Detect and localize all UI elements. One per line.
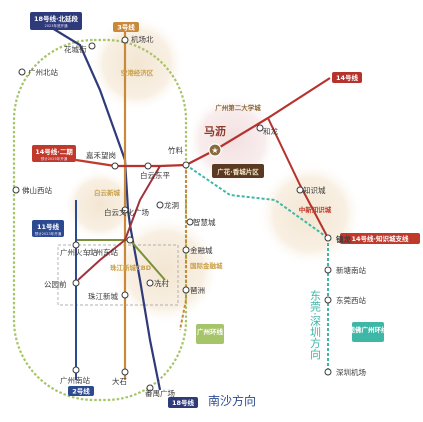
station-huadijie[interactable]: 花城街 [64, 44, 87, 54]
station-dot-jiahewangang[interactable] [111, 162, 119, 170]
district-zhongxin-zhishi: 中新知识城 [299, 205, 332, 214]
label-guangzhou-huanxian: 广州环线 [197, 327, 224, 336]
station-guangzhounan[interactable]: 广州南站 [60, 375, 90, 385]
station-dot-shenzhenjichang[interactable] [324, 368, 332, 376]
district-zhujiangcbd: 珠江新城CBD [110, 263, 152, 272]
malin-star-icon: ★ [211, 146, 218, 155]
tag-l18n-label: 18号线·北延段 [34, 14, 79, 23]
tag-l14b-sub: 预计2025年开通 [41, 156, 68, 161]
tag-l2: 2号线 [68, 386, 94, 396]
station-jichangbei[interactable]: 机场北 [131, 34, 154, 44]
station-panyuguangchang[interactable]: 番禺广场 [145, 388, 175, 398]
station-xintangnan[interactable]: 新塘南站 [336, 265, 366, 275]
station-dot-guangzhoubei[interactable] [18, 68, 26, 76]
tag-l14: 14号线 [332, 72, 362, 83]
station-dot-gongyuanqian[interactable] [72, 279, 80, 287]
station-dot-helong[interactable] [256, 124, 264, 132]
station-guangzhoudongzhan[interactable]: 广州东站 [88, 247, 118, 257]
tag-l11-sub: 预计2023年开通 [35, 231, 62, 236]
outer-ring-line [12, 38, 188, 402]
station-dot-zhujiangxincheng[interactable] [121, 291, 129, 299]
district-guangzhou-daxuecheng: 广州第二大学城 [215, 103, 261, 112]
station-jiahewangang[interactable]: 嘉禾望岗 [86, 150, 116, 160]
station-dot-jinrongcheng[interactable] [182, 246, 190, 254]
station-shenzhenjichang[interactable]: 深圳机场 [336, 367, 366, 377]
station-jinrongcheng[interactable]: 金融城 [190, 245, 213, 255]
direction-south: 南沙方向 [208, 393, 256, 408]
tag-l14b: 14号线·二期 预计2025年开通 [32, 145, 76, 162]
station-baiyunwenhua[interactable]: 白云文化广场 [104, 207, 149, 217]
station-dot-guangzhounan[interactable] [72, 366, 80, 374]
district-glow-baiyun [64, 169, 136, 241]
tag-l18-label: 18号线 [172, 398, 195, 407]
station-guangzhouhuochezhan[interactable]: 广州火车站 [60, 247, 98, 257]
line-5 [77, 165, 161, 281]
station-dot-zhuliao[interactable] [182, 161, 190, 169]
tag-l3-label: 3号线 [117, 23, 135, 32]
station-dot-jichangbei[interactable] [121, 36, 129, 44]
station-dot-pazhou[interactable] [182, 286, 190, 294]
station-zhuliao[interactable]: 竹料 [168, 145, 183, 155]
station-dot-zhishicheng[interactable] [296, 186, 304, 194]
district-guojijinrong: 国际金融城 [190, 261, 223, 270]
tag-l18n-sub: 2023年底开通 [45, 23, 68, 28]
district-konggang: 空港经济区 [121, 68, 154, 77]
station-dot-foshanxi[interactable] [12, 186, 20, 194]
district-glow-cbd [110, 215, 220, 325]
station-xiancun[interactable]: 冼村 [154, 278, 169, 288]
district-baiyunxincheng: 白云新城 [94, 188, 121, 197]
tag-l2-label: 2号线 [72, 387, 90, 396]
label-dongguan-huanxian: 莞佛广州环线 [348, 325, 389, 334]
malin-marker [208, 143, 222, 157]
station-zhihuicheng[interactable]: 智慧城 [193, 217, 216, 227]
tag-l14k: 14号线·知识城支线 [340, 233, 420, 244]
district-glow-knowledge [258, 162, 362, 266]
station-dot-baiyundongping[interactable] [144, 162, 152, 170]
station-pazhou[interactable]: 琶洲 [190, 286, 205, 295]
line-south [179, 165, 187, 331]
station-dot-zhenlong[interactable] [324, 234, 332, 242]
station-markers [12, 36, 332, 392]
tag-l11: 11号线 预计2023年开通 [32, 220, 64, 237]
station-longdong[interactable]: 龙洞 [164, 200, 179, 210]
station-zhenlong[interactable]: 镇龙 [336, 234, 351, 244]
station-baiyundongping[interactable]: 白云东平 [140, 170, 170, 180]
line-14-branch [75, 158, 116, 168]
station-dot-zhihuicheng[interactable] [186, 218, 194, 226]
station-zhishicheng[interactable]: 知识城 [303, 185, 326, 195]
district-malin: 马沥 [204, 124, 226, 138]
station-dot-huadijie[interactable] [88, 42, 96, 50]
station-guangzhoubei[interactable]: 广州北站 [28, 67, 58, 77]
station-dot-dashi[interactable] [121, 368, 129, 376]
tag-l3: 3号线 [113, 22, 139, 32]
tag-l14k-label: 14号线·知识城支线 [351, 234, 409, 243]
station-dot-baiyunwenhua[interactable] [121, 206, 129, 214]
station-foshanxi[interactable]: 佛山西站 [22, 185, 52, 195]
station-dot-xintangnan[interactable] [324, 266, 332, 274]
station-zhujiangxincheng[interactable]: 珠江新城 [88, 291, 118, 301]
district-guangfan: 广花·香城片区 [217, 167, 259, 176]
direction-dongguan: 东莞·深圳方向 [309, 290, 322, 360]
tag-l18: 18号线 [168, 397, 198, 408]
station-dot-guangzhoudongzhan[interactable] [126, 236, 134, 244]
line-14-knowledge [267, 117, 329, 239]
station-dot-longdong[interactable] [156, 201, 164, 209]
tag-l11-label: 11号线 [37, 222, 60, 231]
station-helong[interactable]: 和龙 [263, 126, 278, 136]
station-dot-dongguanxi[interactable] [324, 296, 332, 304]
station-dashi[interactable]: 大石 [112, 376, 127, 386]
station-dot-xiancun[interactable] [146, 279, 154, 287]
station-gongyuanqian[interactable]: 公园前 [44, 279, 67, 289]
tag-l14-label: 14号线 [336, 73, 359, 82]
station-dongguanxi[interactable]: 东莞西站 [336, 295, 366, 305]
tag-l14b-label: 14号线·二期 [35, 147, 73, 156]
line-14 [115, 77, 331, 168]
tag-l18n: 18号线·北延段 2023年底开通 [30, 12, 82, 30]
line-teal [185, 164, 329, 239]
station-dot-guangzhouhuochezhan[interactable] [72, 241, 80, 249]
station-dot-panyuguangchang[interactable] [146, 384, 154, 392]
